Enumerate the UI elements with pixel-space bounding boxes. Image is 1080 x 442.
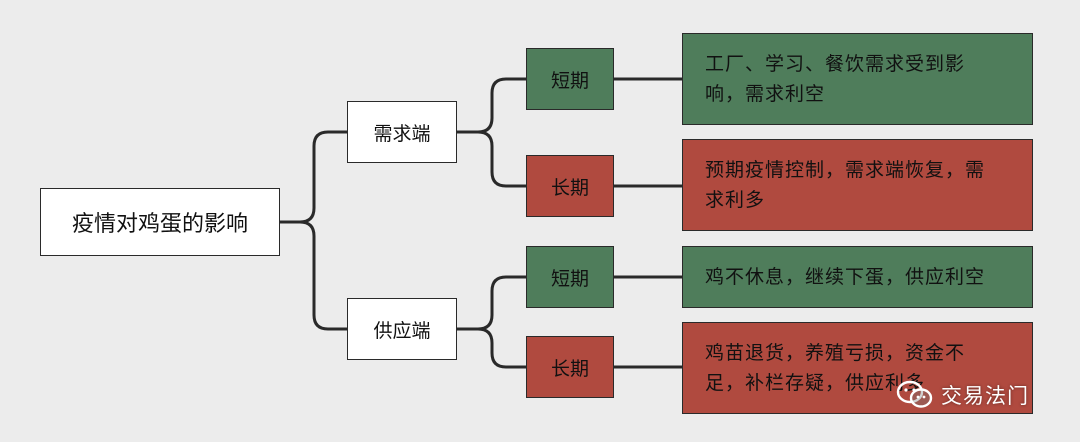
branch-node-supply: 供应端 (347, 298, 457, 360)
connector-supply-short (455, 275, 528, 331)
watermark-text: 交易法门 (941, 384, 1029, 408)
desc-line: 足，补栏存疑，供应利多 (705, 372, 926, 394)
desc-line: 求利多 (705, 189, 766, 211)
term-label: 长期 (550, 176, 589, 199)
branch-node-demand: 需求端 (347, 101, 457, 163)
connector-root-demand (278, 130, 349, 224)
term-node-demand-short: 短期 (526, 48, 614, 110)
desc-node-demand-long: 预期疫情控制，需求端恢复，需 求利多 (682, 139, 1033, 231)
desc-node-supply-short: 鸡不休息，继续下蛋，供应利空 (682, 246, 1033, 308)
term-label: 短期 (550, 69, 589, 92)
term-label: 长期 (550, 357, 589, 380)
term-node-supply-long: 长期 (526, 336, 614, 398)
term-label: 短期 (550, 267, 589, 290)
connector-demand-long (455, 130, 528, 188)
desc-line: 鸡苗退货，养殖亏损，资金不 (705, 342, 966, 364)
desc-node-supply-long: 鸡苗退货，养殖亏损，资金不 足，补栏存疑，供应利多 (682, 322, 1033, 414)
desc-line: 鸡不休息，继续下蛋，供应利空 (705, 266, 986, 288)
connector-demand-short (455, 77, 528, 134)
branch-label-supply: 供应端 (373, 319, 431, 342)
desc-line: 预期疫情控制，需求端恢复，需 (705, 159, 986, 181)
root-node: 疫情对鸡蛋的影响 (40, 188, 280, 256)
desc-line: 工厂、学习、餐饮需求受到影 (705, 53, 966, 75)
term-node-demand-long: 长期 (526, 155, 614, 217)
wechat-icon (896, 380, 933, 408)
desc-node-demand-short: 工厂、学习、餐饮需求受到影 响，需求利空 (682, 33, 1033, 125)
desc-line: 响，需求利空 (705, 83, 826, 105)
connector-supply-long (455, 327, 528, 369)
root-label: 疫情对鸡蛋的影响 (71, 212, 248, 237)
branch-label-demand: 需求端 (373, 122, 431, 145)
connector-root-supply (278, 220, 349, 331)
watermark: 交易法门 (895, 377, 1029, 413)
term-node-supply-short: 短期 (526, 246, 614, 308)
